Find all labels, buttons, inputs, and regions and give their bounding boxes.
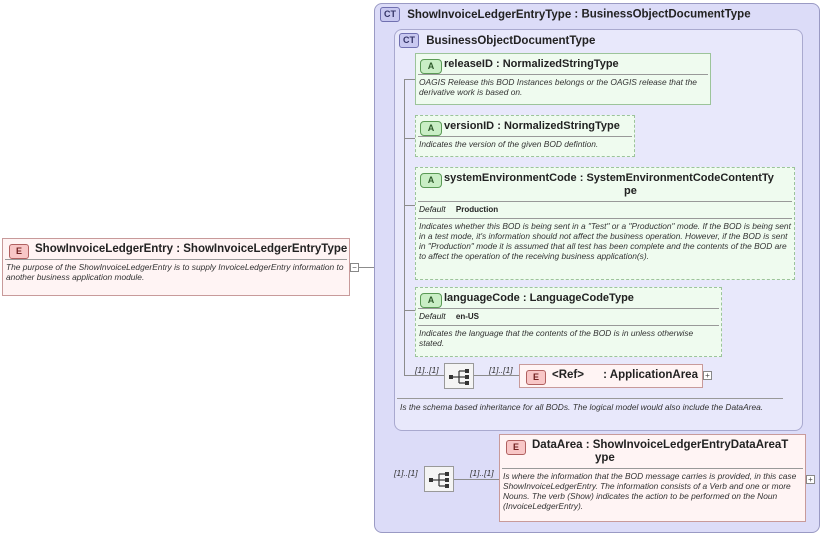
seq-cardinality: [1]..[1]: [394, 468, 418, 478]
element-name: DataArea: [532, 439, 583, 451]
type-separator: :: [497, 120, 504, 132]
attribute-doc: OAGIS Release this BOD Instances belongs…: [419, 77, 697, 97]
element-type: ApplicationArea: [609, 369, 698, 381]
sequence-compositor-icon: [429, 472, 449, 488]
divider: [418, 74, 708, 75]
element-type: ShowInvoiceLedgerEntryDataAreaT: [592, 439, 789, 451]
ref-cardinality: [1]..[1]: [489, 365, 513, 375]
default-label: Default: [419, 204, 446, 214]
attribute-default: Default Production: [416, 204, 794, 215]
attribute-name: versionID: [444, 120, 495, 132]
attr-connector: [404, 205, 416, 206]
root-connector: [350, 267, 384, 268]
attribute-icon: A: [420, 59, 442, 74]
type-separator: :: [574, 8, 582, 21]
sequence-compositor[interactable]: [444, 363, 474, 389]
expand-icon[interactable]: +: [703, 371, 712, 380]
divider: [418, 201, 792, 202]
attribute-icon: A: [420, 173, 442, 188]
base-type-doc: Is the schema based inheritance for all …: [400, 402, 764, 412]
complex-type-title: CT ShowInvoiceLedgerEntryType : Business…: [380, 7, 751, 22]
root-element-doc: The purpose of the ShowInvoiceLedgerEntr…: [6, 262, 344, 282]
attribute-icon: A: [420, 293, 442, 308]
attribute-title: A languageCode : LanguageCodeType: [416, 288, 721, 308]
attr-connector: [404, 79, 416, 80]
type-separator: :: [496, 58, 503, 70]
type-separator: :: [603, 369, 610, 381]
complex-type-icon: CT: [380, 7, 400, 22]
attribute-languageCode[interactable]: A languageCode : LanguageCodeType Defaul…: [415, 287, 722, 357]
divider: [418, 136, 632, 137]
attribute-type: NormalizedStringType: [502, 58, 619, 70]
element-title: E DataArea : ShowInvoiceLedgerEntryDataA…: [500, 435, 805, 465]
type-separator: :: [176, 243, 184, 255]
attribute-name: releaseID: [444, 58, 493, 70]
default-value: Production: [455, 205, 499, 214]
attr-trunk: [404, 79, 405, 375]
attr-connector: [404, 310, 416, 311]
attribute-type: NormalizedStringType: [503, 120, 620, 132]
base-type-name: BusinessObjectDocumentType: [426, 34, 596, 47]
complex-type-icon: CT: [399, 33, 419, 48]
divider: [418, 218, 792, 219]
divider: [502, 468, 803, 469]
seq-cardinality: [1]..[1]: [415, 365, 439, 375]
element-ApplicationArea[interactable]: E <Ref> : ApplicationArea: [519, 364, 703, 388]
root-element-name: ShowInvoiceLedgerEntry: [35, 243, 174, 255]
attribute-type-wrap: pe: [624, 185, 637, 197]
attribute-systemEnvironmentCode[interactable]: A systemEnvironmentCode : SystemEnvironm…: [415, 167, 795, 280]
element-doc: Is where the information that the BOD me…: [503, 471, 797, 511]
element-icon: E: [526, 370, 546, 385]
collapse-icon[interactable]: −: [350, 263, 359, 272]
attribute-versionID[interactable]: A versionID : NormalizedStringType Indic…: [415, 115, 635, 157]
root-element-type: ShowInvoiceLedgerEntryType: [183, 243, 348, 255]
attribute-doc: Indicates the version of the given BOD d…: [419, 139, 599, 149]
attribute-releaseID[interactable]: A releaseID : NormalizedStringType OAGIS…: [415, 53, 711, 105]
seq-connector: [404, 375, 444, 376]
sequence-compositor[interactable]: [424, 466, 454, 492]
expand-icon[interactable]: +: [806, 475, 815, 484]
root-element-title: E ShowInvoiceLedgerEntry : ShowInvoiceLe…: [3, 239, 349, 259]
complex-type-base: BusinessObjectDocumentType: [581, 8, 751, 21]
attribute-name: systemEnvironmentCode: [444, 172, 577, 184]
seq-to-ref: [474, 375, 520, 376]
base-type-divider: [397, 398, 783, 399]
default-value: en-US: [455, 312, 479, 321]
attribute-default: Default en-US: [416, 311, 721, 322]
element-icon: E: [9, 244, 29, 259]
complex-type-name: ShowInvoiceLedgerEntryType: [407, 8, 572, 21]
element-name: <Ref>: [552, 369, 584, 381]
divider: [418, 325, 719, 326]
attribute-type: LanguageCodeType: [529, 292, 634, 304]
attr-connector: [404, 138, 416, 139]
sequence-compositor-icon: [449, 369, 469, 385]
attribute-type: SystemEnvironmentCodeContentTy: [586, 172, 774, 184]
attribute-title: A releaseID : NormalizedStringType: [416, 54, 710, 74]
element-title: E <Ref> : ApplicationArea: [520, 365, 702, 385]
element-icon: E: [506, 440, 526, 455]
dataarea-cardinality: [1]..[1]: [470, 468, 494, 478]
attribute-icon: A: [420, 121, 442, 136]
element-DataArea[interactable]: E DataArea : ShowInvoiceLedgerEntryDataA…: [499, 434, 806, 522]
attribute-doc: Indicates whether this BOD is being sent…: [419, 221, 791, 261]
root-element-box[interactable]: E ShowInvoiceLedgerEntry : ShowInvoiceLe…: [2, 238, 350, 296]
seq-to-dataarea: [454, 479, 500, 480]
attribute-name: languageCode: [444, 292, 520, 304]
divider: [5, 259, 347, 260]
divider: [418, 308, 719, 309]
type-separator: :: [522, 292, 530, 304]
base-type-title: CT BusinessObjectDocumentType: [399, 33, 595, 48]
type-separator: :: [579, 172, 587, 184]
attribute-title: A systemEnvironmentCode : SystemEnvironm…: [416, 168, 794, 198]
type-separator: :: [585, 439, 593, 451]
attribute-title: A versionID : NormalizedStringType: [416, 116, 634, 136]
default-label: Default: [419, 311, 446, 321]
element-type-wrap: ype: [595, 452, 615, 464]
attribute-doc: Indicates the language that the contents…: [419, 328, 694, 348]
